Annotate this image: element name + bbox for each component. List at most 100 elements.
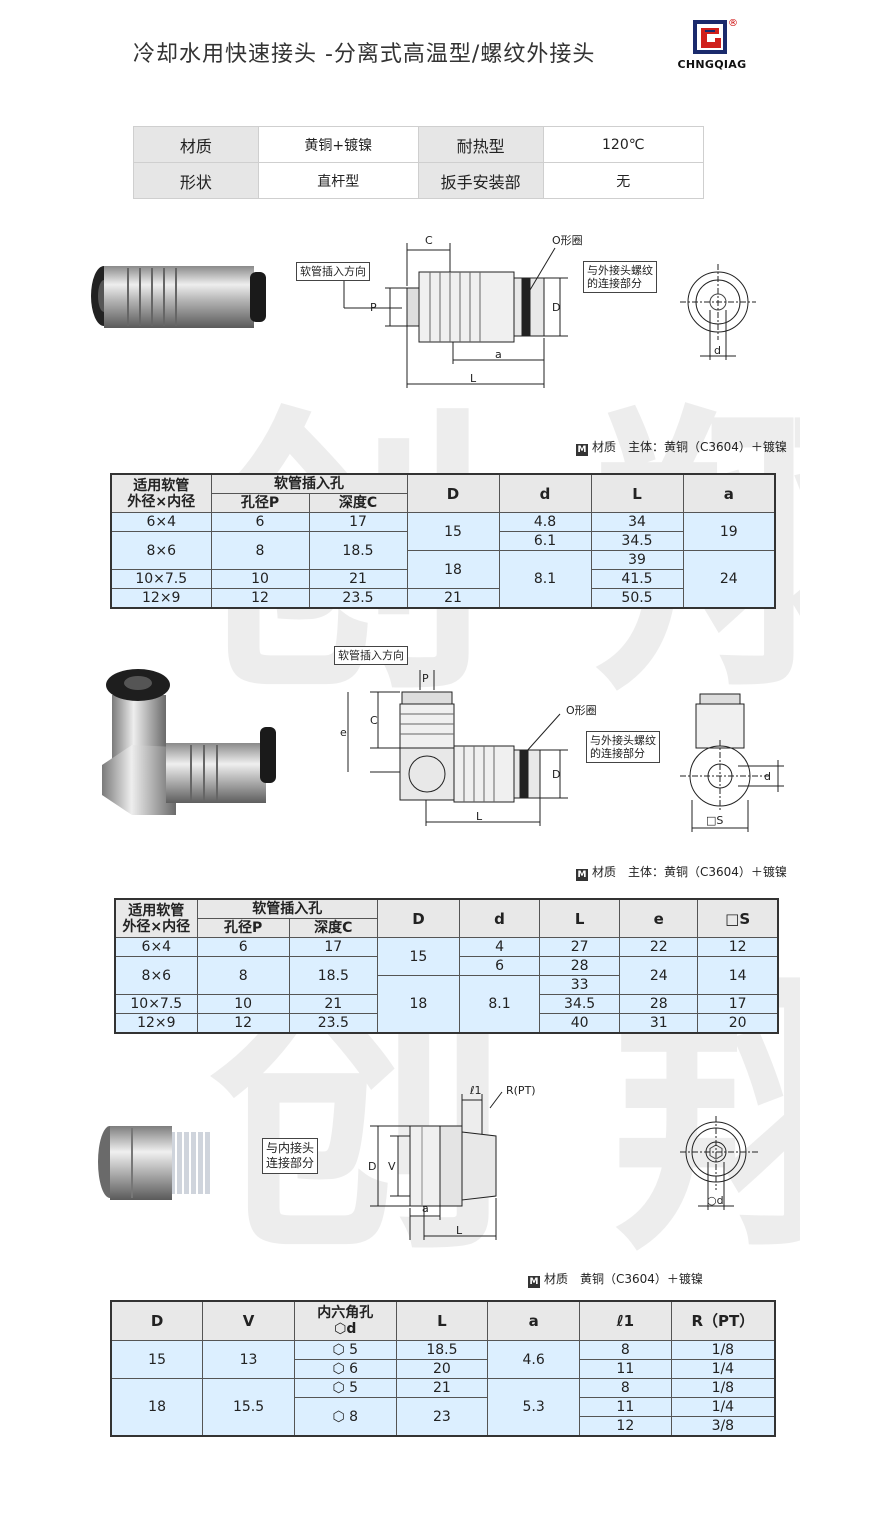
table-cell: 18 bbox=[406, 550, 500, 589]
table-cell: 6 bbox=[458, 956, 541, 976]
hose-direction-label: 软管插入方向 bbox=[334, 646, 408, 665]
table-cell: 39 bbox=[590, 550, 684, 570]
header-line: ⬡d bbox=[334, 1321, 357, 1337]
col-header-a: a bbox=[487, 1300, 580, 1341]
table-cell: 12 bbox=[579, 1416, 672, 1437]
table-row: 8×6 8 18.5 6.1 34.5 bbox=[110, 531, 775, 570]
table-cell: 17 bbox=[697, 994, 779, 1014]
header-line: 外径×内径 bbox=[127, 493, 196, 510]
table-cell: 8×6 bbox=[114, 956, 198, 995]
property-label: 扳手安装部 bbox=[417, 162, 544, 199]
dim-label-D: D bbox=[368, 1160, 376, 1173]
table-cell: 1/8 bbox=[670, 1340, 776, 1360]
col-header-insert: 软管插入孔 bbox=[196, 898, 378, 919]
table-cell: 28 bbox=[539, 956, 621, 976]
table-cell: 21 bbox=[288, 994, 378, 1014]
col-header-d: d bbox=[498, 473, 592, 513]
table-cell: 41.5 bbox=[590, 569, 684, 589]
table-cell: 19 bbox=[682, 512, 776, 551]
table-cell: 24 bbox=[619, 956, 699, 995]
table-cell: 8 bbox=[210, 531, 310, 570]
connect-label-line: 与内接头 bbox=[266, 1141, 315, 1155]
property-value: 120℃ bbox=[542, 126, 704, 163]
table-cell: ⬡ 8 bbox=[293, 1397, 397, 1437]
table-cell: 21 bbox=[395, 1378, 489, 1398]
property-label: 形状 bbox=[133, 162, 259, 199]
table-row: 10×7.5 10 21 34.5 28 17 bbox=[114, 994, 779, 1014]
table-cell: 12 bbox=[196, 1013, 290, 1034]
dim-label-C: C bbox=[425, 234, 433, 247]
dim-label-a: a bbox=[495, 348, 502, 361]
col-header-C: 深度C bbox=[308, 493, 408, 513]
elbow-coupler-photo bbox=[102, 669, 276, 815]
spec-table-straight: 适用软管外径×内径 软管插入孔 D d L a 孔径P 深度C 6×4 6 17… bbox=[110, 473, 776, 609]
col-header-a: a bbox=[682, 473, 776, 513]
table-cell: 11 bbox=[579, 1397, 672, 1417]
table-cell: 10×7.5 bbox=[114, 994, 198, 1014]
straight-coupler-diagram: C a L D P O形圈 bbox=[343, 234, 583, 388]
connect-label-line: 与外接头螺纹 bbox=[590, 734, 656, 747]
property-label: 材质 bbox=[133, 126, 259, 163]
property-value: 无 bbox=[542, 162, 704, 199]
col-header-d: d bbox=[458, 898, 541, 938]
table-row: 10×7.5 10 21 41.5 bbox=[110, 569, 775, 589]
dim-label-d: d bbox=[714, 344, 721, 357]
table-header-row: 适用软管外径×内径 软管插入孔 D d L e □S bbox=[114, 898, 779, 938]
table-cell: 12×9 bbox=[114, 1013, 198, 1034]
table-cell: 20 bbox=[395, 1359, 489, 1379]
table-cell: 23 bbox=[395, 1397, 489, 1437]
header-line: 内六角孔 bbox=[317, 1305, 374, 1321]
table-cell: 23.5 bbox=[308, 588, 408, 609]
material-icon: M bbox=[576, 869, 588, 881]
table-cell: 22 bbox=[619, 937, 699, 957]
material-icon: M bbox=[576, 444, 588, 456]
table-cell: 21 bbox=[308, 569, 408, 589]
dim-label-L: L bbox=[476, 810, 483, 823]
oring-label: O形圈 bbox=[552, 234, 583, 247]
table-cell: 18.5 bbox=[395, 1340, 489, 1360]
table-cell: 8 bbox=[196, 956, 290, 995]
table-cell: 3/8 bbox=[670, 1416, 776, 1437]
col-header-L: L bbox=[590, 473, 684, 513]
dim-label-D: D bbox=[552, 301, 560, 314]
table-cell: 4.6 bbox=[487, 1340, 580, 1379]
property-value: 黄铜+镀镍 bbox=[257, 126, 419, 163]
table-cell: 6×4 bbox=[110, 512, 212, 532]
dim-label-hex-d: ○d bbox=[707, 1194, 724, 1207]
property-value: 直杆型 bbox=[257, 162, 419, 199]
material-note: M 材质 主体：黄铜（C3604）＋镀镍 bbox=[576, 863, 787, 881]
oring-label: O形圈 bbox=[566, 704, 597, 717]
dim-label-D: D bbox=[552, 768, 560, 781]
table-cell: 15 bbox=[110, 1340, 204, 1379]
table-cell: ⬡ 6 bbox=[293, 1359, 397, 1379]
table-cell: 24 bbox=[682, 550, 776, 609]
material-text: 材质 主体：黄铜（C3604）＋镀镍 bbox=[592, 865, 787, 879]
table-row: 材质 黄铜+镀镍 耐热型 120℃ bbox=[133, 126, 704, 163]
col-header-V: V bbox=[202, 1300, 295, 1341]
dim-label-C: C bbox=[370, 714, 378, 727]
table-cell: 15.5 bbox=[202, 1378, 295, 1437]
elbow-coupler-end-view: d □S bbox=[680, 693, 784, 832]
dim-label-P: P bbox=[370, 301, 377, 314]
header-line: 适用软管 bbox=[133, 477, 190, 494]
dim-label-l1: ℓ1 bbox=[469, 1084, 482, 1097]
dim-label-d: d bbox=[764, 770, 771, 783]
material-text: 材质 黄铜（C3604）＋镀镍 bbox=[544, 1272, 703, 1286]
material-text: 材质 主体：黄铜（C3604）＋镀镍 bbox=[592, 440, 787, 454]
spec-table-male-thread: D V 内六角孔⬡d L a ℓ1 R（PT） 15 13 ⬡ 5 18.5 4… bbox=[110, 1300, 776, 1437]
property-table: 材质 黄铜+镀镍 耐热型 120℃ 形状 直杆型 扳手安装部 无 bbox=[133, 126, 704, 199]
elbow-coupler-diagram: P e C L D O形圈 bbox=[340, 670, 597, 826]
table-row: 形状 直杆型 扳手安装部 无 bbox=[133, 162, 704, 199]
table-row: 6×4 6 17 15 4 27 22 12 bbox=[114, 937, 779, 976]
table-cell: ⬡ 5 bbox=[293, 1378, 397, 1398]
connect-label-line: 与外接头螺纹 bbox=[587, 264, 653, 277]
col-header-D: D bbox=[376, 898, 460, 938]
dim-label-R: R(PT) bbox=[506, 1084, 536, 1097]
col-header-P: 孔径P bbox=[210, 493, 310, 513]
table-cell: 23.5 bbox=[288, 1013, 378, 1034]
col-header-insert: 软管插入孔 bbox=[210, 473, 408, 494]
table-cell: 5.3 bbox=[487, 1378, 580, 1437]
col-header-P: 孔径P bbox=[196, 918, 290, 938]
table-row: 18 8.1 33 bbox=[115, 975, 778, 1034]
header-line: 适用软管 bbox=[128, 902, 185, 919]
